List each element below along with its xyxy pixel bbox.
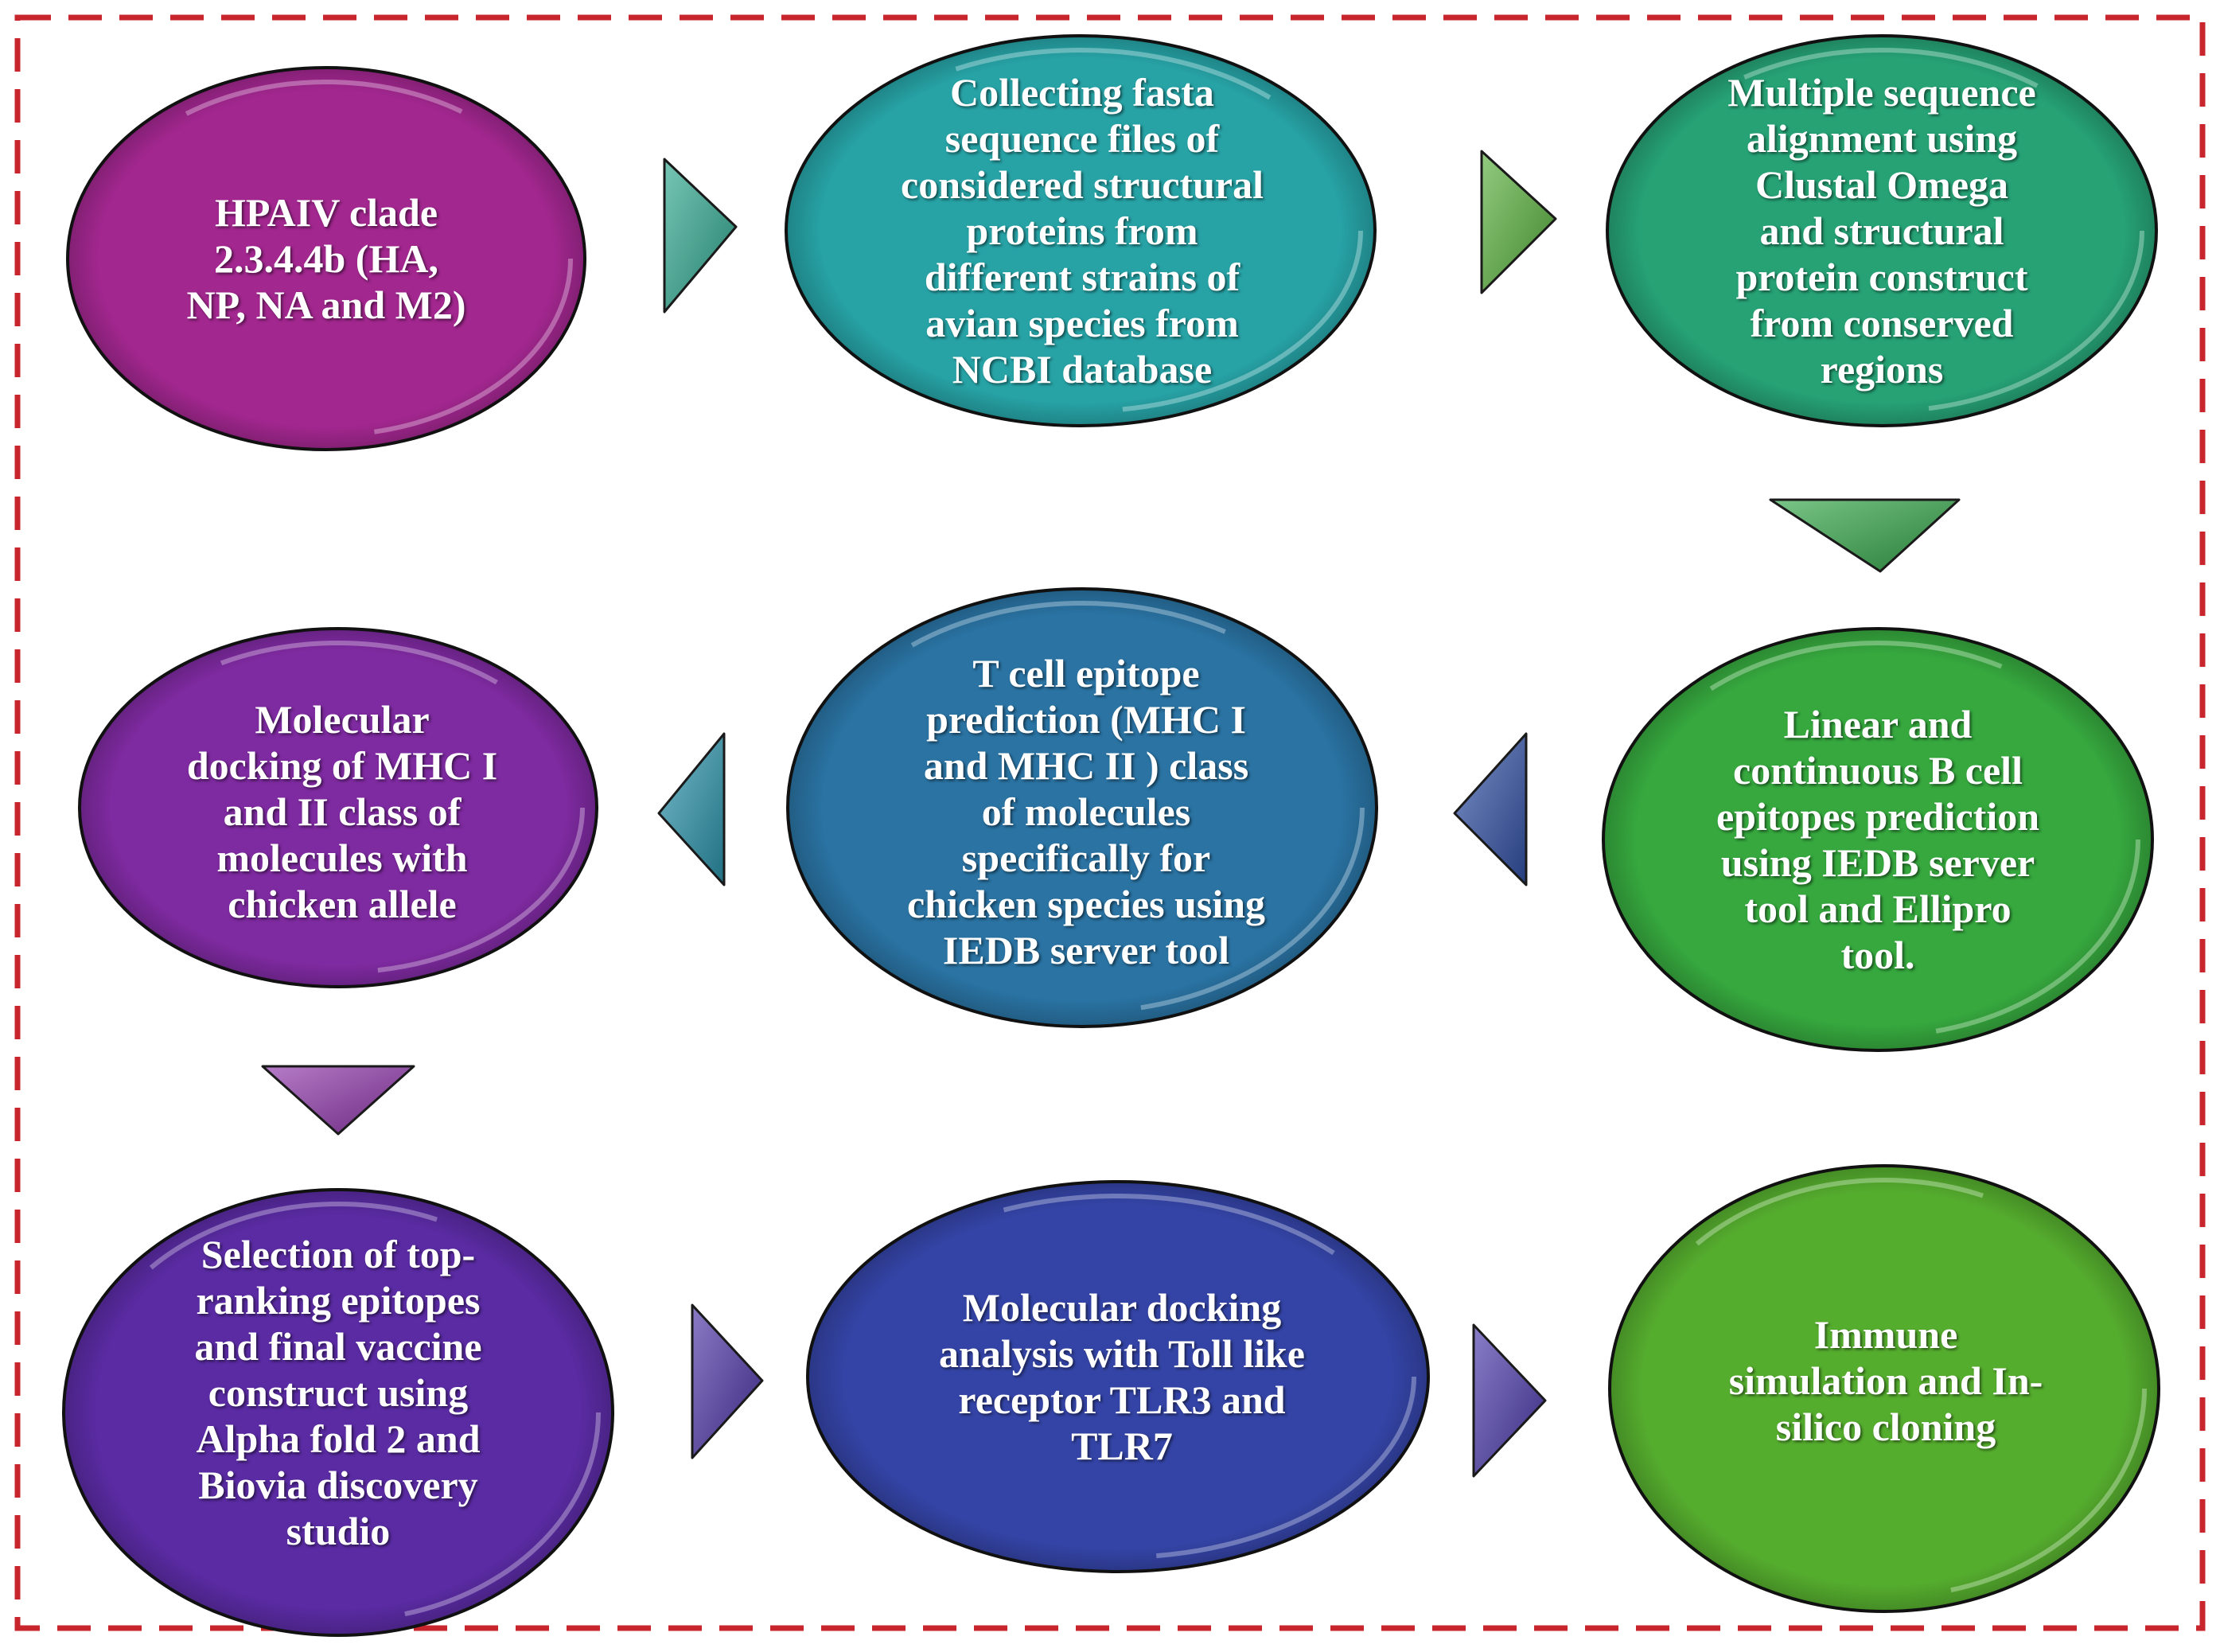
step-1-ellipse [66, 66, 586, 451]
arrow-left-icon [657, 732, 726, 886]
step-7-node [62, 1188, 614, 1637]
step-3-node [1606, 34, 2158, 427]
step-9-node [1608, 1164, 2160, 1613]
step-5-ellipse [786, 587, 1378, 1028]
step-2-node [785, 34, 1377, 427]
arrow-down-icon [261, 1065, 415, 1136]
step-7-highlight [76, 1202, 601, 1623]
step-6-ellipse [78, 627, 598, 988]
step-4-node [1602, 627, 2154, 1052]
arrow-right-icon [1472, 1323, 1547, 1478]
step-9-ellipse [1608, 1164, 2160, 1613]
step-4-highlight [1615, 641, 2140, 1038]
step-5-highlight [800, 601, 1365, 1015]
step-8-ellipse [806, 1180, 1430, 1573]
arrow-right-icon [1480, 150, 1557, 294]
step-2-highlight [798, 48, 1363, 414]
step-8-highlight [820, 1194, 1416, 1560]
step-8-node [806, 1180, 1430, 1573]
step-9-highlight [1622, 1178, 2147, 1599]
arrow-left-icon [1453, 732, 1528, 886]
arrow-down-icon [1769, 498, 1961, 573]
dashed-border [14, 14, 2206, 1631]
step-3-highlight [1619, 48, 2144, 414]
connectors [261, 150, 1961, 1478]
step-6-node [78, 627, 598, 988]
arrow-right-icon [691, 1303, 764, 1459]
step-1-highlight [80, 80, 573, 438]
step-1-node [66, 66, 586, 451]
step-4-ellipse [1602, 627, 2154, 1052]
step-2-ellipse [785, 34, 1377, 427]
step-6-highlight [92, 641, 585, 975]
step-5-node [786, 587, 1378, 1028]
arrow-right-icon [663, 158, 738, 314]
step-7-ellipse [62, 1188, 614, 1637]
step-3-ellipse [1606, 34, 2158, 427]
steps [62, 34, 2160, 1637]
